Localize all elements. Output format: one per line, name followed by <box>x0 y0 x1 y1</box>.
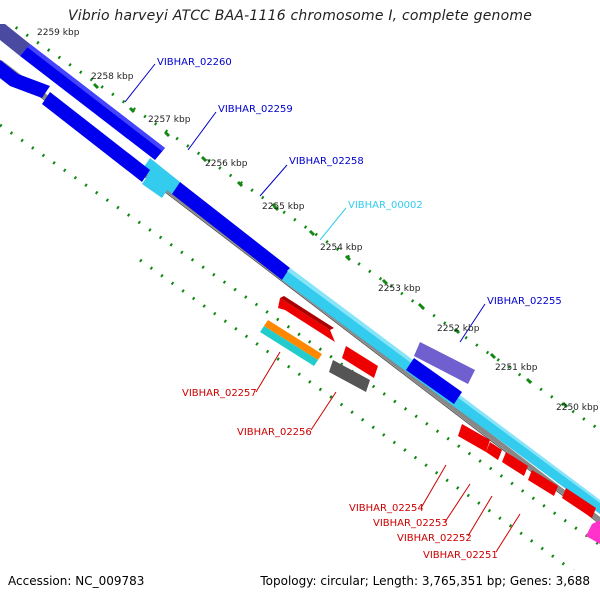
cds-red-6[interactable] <box>528 470 558 496</box>
cds-light-1[interactable] <box>142 158 180 194</box>
cds-red-5[interactable] <box>502 452 528 476</box>
accession-text: Accession: NC_009783 <box>8 574 145 588</box>
gene-label[interactable]: VIBHAR_02259 <box>218 104 293 115</box>
gene-label[interactable]: VIBHAR_02253 <box>373 518 448 529</box>
cds-forward-2255[interactable] <box>406 358 462 404</box>
tick-label: 2251 kbp <box>495 363 538 373</box>
cds-red-4[interactable] <box>486 442 502 460</box>
cds-teal[interactable] <box>260 326 318 366</box>
tick-label: 2250 kbp <box>556 403 599 413</box>
tick-label: 2255 kbp <box>262 202 305 212</box>
cds-forward-1[interactable] <box>20 44 165 160</box>
cds-forward-small-2[interactable] <box>42 92 150 182</box>
forward-track <box>0 12 600 514</box>
forward-track-2 <box>0 52 475 404</box>
cds-purple-2255[interactable] <box>414 342 475 384</box>
cds-gray[interactable] <box>329 360 370 392</box>
tick-label: 2256 kbp <box>205 159 248 169</box>
cds-orange[interactable] <box>264 320 322 360</box>
cds-red-3[interactable] <box>458 424 490 452</box>
gene-label[interactable]: VIBHAR_02251 <box>423 550 498 561</box>
tick-label: 2254 kbp <box>320 243 363 253</box>
gene-label[interactable]: VIBHAR_02256 <box>237 427 312 438</box>
genome-summary-text: Topology: circular; Length: 3,765,351 bp… <box>260 574 590 588</box>
tick-label: 2253 kbp <box>378 284 421 294</box>
tick-label: 2252 kbp <box>437 324 480 334</box>
cds-red-1[interactable] <box>278 298 335 342</box>
cds-red-1-top <box>280 296 334 330</box>
gene-label[interactable]: VIBHAR_02260 <box>157 57 232 68</box>
gene-labels-forward: VIBHAR_02260 VIBHAR_02259 VIBHAR_02258 V… <box>157 57 562 307</box>
tick-track-inner-2 <box>139 258 575 570</box>
reverse-track <box>260 296 600 544</box>
gene-label[interactable]: VIBHAR_02257 <box>182 388 257 399</box>
gene-label[interactable]: VIBHAR_02258 <box>289 156 364 167</box>
cds-red-2[interactable] <box>342 346 378 378</box>
tick-labels: 2259 kbp 2258 kbp 2257 kbp 2256 kbp 2255… <box>37 28 599 413</box>
leader-lines <box>124 63 521 553</box>
cds-red-7[interactable] <box>562 488 596 518</box>
map-title: Vibrio harveyi ATCC BAA-1116 chromosome … <box>67 8 533 24</box>
tick-track-inner-1 <box>0 123 600 547</box>
major-ticks <box>56 65 569 409</box>
cds-light-small[interactable] <box>142 172 170 198</box>
gene-label[interactable]: VIBHAR_00002 <box>348 200 423 211</box>
gene-labels-reverse: VIBHAR_02257 VIBHAR_02256 VIBHAR_02254 V… <box>182 388 498 561</box>
cds-magenta[interactable] <box>586 520 600 544</box>
cds-forward-1-hl <box>27 44 165 151</box>
cds-forward-2[interactable] <box>172 182 290 280</box>
cds-purple-top[interactable] <box>0 12 30 56</box>
tick-label: 2259 kbp <box>37 28 80 38</box>
gene-label[interactable]: VIBHAR_02255 <box>487 296 562 307</box>
tick-label: 2257 kbp <box>148 115 191 125</box>
tick-label: 2258 kbp <box>91 72 134 82</box>
gene-label[interactable]: VIBHAR_02254 <box>349 503 424 514</box>
gene-label[interactable]: VIBHAR_02252 <box>397 533 472 544</box>
cds-forward-small-1[interactable] <box>0 52 50 98</box>
